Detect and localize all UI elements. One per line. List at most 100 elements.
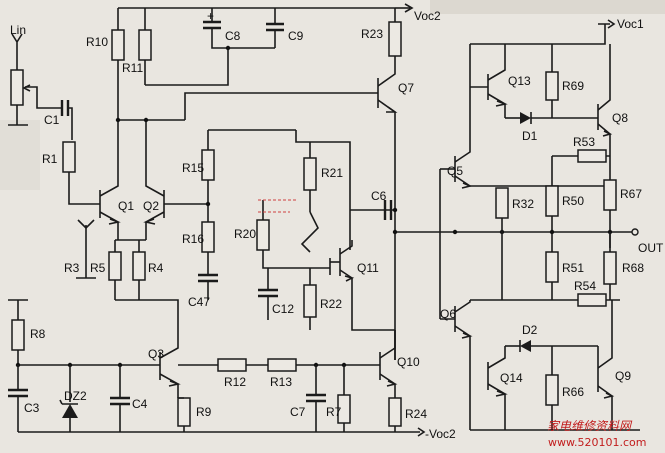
r20-resistor [256,219,270,251]
r32-resistor [495,187,509,219]
r21-label: R21 [321,166,343,180]
q7-label: Q7 [398,81,414,95]
q13-label: Q13 [508,74,531,88]
q10-label: Q10 [397,355,420,369]
r20-label: R20 [234,227,256,241]
r7-label: R7 [326,405,342,419]
voc2-top-label: Voc2 [414,9,441,23]
c4-label: C4 [132,397,148,411]
c4-capacitor [110,365,130,432]
q14-label: Q14 [500,371,523,385]
r10-label: R10 [86,35,108,49]
q8-label: Q8 [612,111,628,125]
q5-transistor [440,44,473,189]
q3-transistor [159,336,181,398]
top-rail [117,3,414,30]
c9-capacitor [266,22,284,48]
r54-label: R54 [574,279,596,293]
r66-resistor [545,374,559,406]
q9-transistor [597,300,615,430]
r5-label: R5 [90,261,106,275]
c1-label: C1 [44,113,60,127]
c9-label: C9 [288,29,304,43]
watermark-cn: 家电维修资料网 [547,419,633,433]
q14-transistor [487,346,508,430]
c6-capacitor [350,140,396,360]
r1-resistor [62,141,76,173]
q1-transistor [99,120,121,232]
q6-transistor [439,169,473,430]
voc1-label: Voc1 [617,17,644,31]
r4-resistor [132,251,146,281]
d2-diode [505,340,598,352]
out-label: OUT [638,241,664,255]
r16-label: R16 [182,232,204,246]
r68-label: R68 [622,261,644,275]
q9-label: Q9 [615,369,631,383]
d2-label: D2 [522,323,538,337]
c47-capacitor [198,273,218,300]
r54-resistor [577,293,607,307]
q13-transistor [470,44,508,118]
d1-label: D1 [522,129,538,143]
dz2-zener [59,365,78,432]
r24-resistor [388,397,402,427]
r21-resistor [303,157,317,191]
q2-transistor [143,120,208,232]
r8-label: R8 [30,327,46,341]
c7-label: C7 [290,405,306,419]
c12-capacitor [258,268,278,320]
r12-label: R12 [224,375,246,389]
c12-label: C12 [272,302,294,316]
r8-resistor [11,319,25,351]
r13-resistor [267,358,297,372]
r51-resistor [545,251,559,283]
r50-label: R50 [562,194,584,208]
c47-label: C47 [188,295,210,309]
c8-capacitor: + [203,9,275,49]
r9-resistor [177,397,191,427]
r23-label: R23 [361,27,383,41]
c6-label: C6 [371,189,387,203]
r23-resistor [388,21,402,57]
r53-resistor [577,149,607,163]
r12-resistor [217,358,247,372]
r32-label: R32 [512,197,534,211]
r13-label: R13 [270,375,292,389]
watermark-url: www.520101.com [548,436,646,449]
r50-resistor [545,185,559,217]
q5-label: Q5 [447,164,463,178]
r9-label: R9 [196,405,212,419]
d1-diode [505,112,552,124]
q11-label: Q11 [357,261,379,275]
c3-capacitor [8,365,28,432]
q1-label: Q1 [118,199,134,213]
r15-label: R15 [182,161,204,175]
c7-capacitor [306,365,326,432]
r67-resistor [603,179,617,211]
r69-resistor [545,71,559,101]
lin-label: Lin [10,23,26,37]
voc2-bot-label: -Voc2 [425,427,456,441]
c8-label: C8 [225,29,241,43]
r67-label: R67 [620,187,642,201]
c3-label: C3 [24,401,40,415]
r10-resistor [111,29,125,61]
r22-resistor [303,284,317,318]
r53-label: R53 [573,135,595,149]
r66-label: R66 [562,385,584,399]
dz2-label: DZ2 [64,389,87,403]
r11-resistor [138,29,152,61]
r68-resistor [603,251,617,285]
r4-label: R4 [148,261,164,275]
q8-transistor [552,44,613,180]
q6-label: Q6 [440,307,456,321]
r24-label: R24 [405,407,427,421]
q10-transistor [379,330,398,398]
r1-label: R1 [42,152,58,166]
r51-label: R51 [562,261,584,275]
r22-label: R22 [320,297,342,311]
q7-transistor [184,70,398,140]
c1-capacitor [36,100,73,140]
